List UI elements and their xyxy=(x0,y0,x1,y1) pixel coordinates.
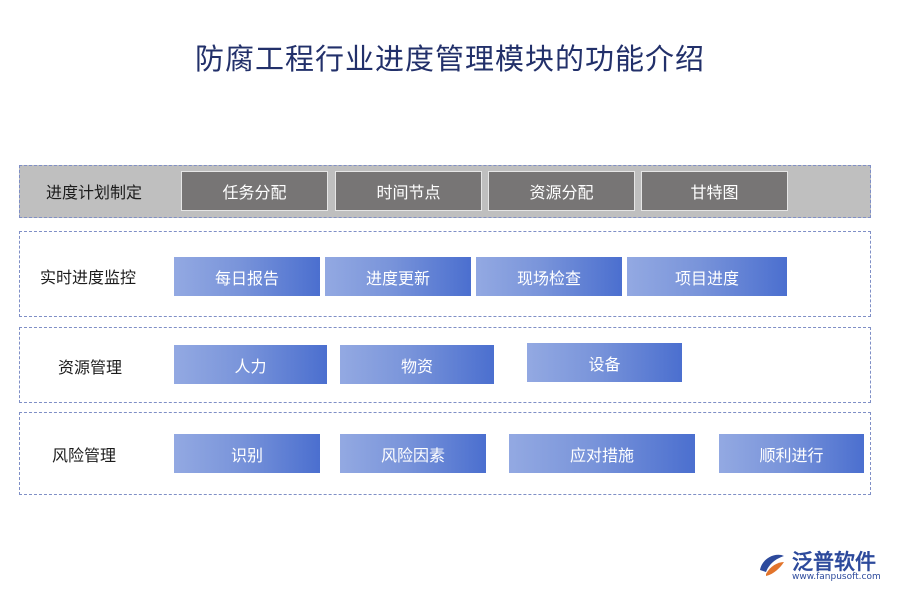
module-chip: 人力 xyxy=(174,345,327,384)
section-label: 资源管理 xyxy=(58,358,123,377)
logo-name: 泛普软件 xyxy=(792,550,876,574)
section-realtime-monitoring: 实时进度监控 每日报告 进度更新 现场检查 项目进度 xyxy=(19,231,871,317)
section-resource-management: 资源管理 人力 物资 设备 xyxy=(19,327,871,403)
section-label: 实时进度监控 xyxy=(40,268,137,287)
module-chip: 顺利进行 xyxy=(719,434,864,473)
section-risk-management: 风险管理 识别 风险因素 应对措施 顺利进行 xyxy=(19,412,871,495)
module-chip: 时间节点 xyxy=(335,171,482,211)
section-label: 风险管理 xyxy=(52,446,117,465)
module-chip: 甘特图 xyxy=(641,171,788,211)
module-chip: 每日报告 xyxy=(174,257,320,296)
section-schedule-planning: 进度计划制定 任务分配 时间节点 资源分配 甘特图 xyxy=(19,165,871,218)
module-chip: 设备 xyxy=(527,343,682,382)
logo-url: www.fanpusoft.com xyxy=(792,572,881,582)
module-chip: 物资 xyxy=(340,345,494,384)
module-chip: 进度更新 xyxy=(325,257,471,296)
module-chip: 项目进度 xyxy=(627,257,787,296)
module-chip: 应对措施 xyxy=(509,434,695,473)
module-chip: 现场检查 xyxy=(476,257,622,296)
module-chip: 识别 xyxy=(174,434,320,473)
module-chip: 资源分配 xyxy=(488,171,635,211)
module-chip: 任务分配 xyxy=(181,171,328,211)
section-label: 进度计划制定 xyxy=(46,183,143,202)
module-chip: 风险因素 xyxy=(340,434,486,473)
brand-logo: 泛普软件 www.fanpusoft.com xyxy=(756,546,886,586)
fanpu-logo-icon xyxy=(760,554,784,576)
page-title: 防腐工程行业进度管理模块的功能介绍 xyxy=(194,42,705,76)
